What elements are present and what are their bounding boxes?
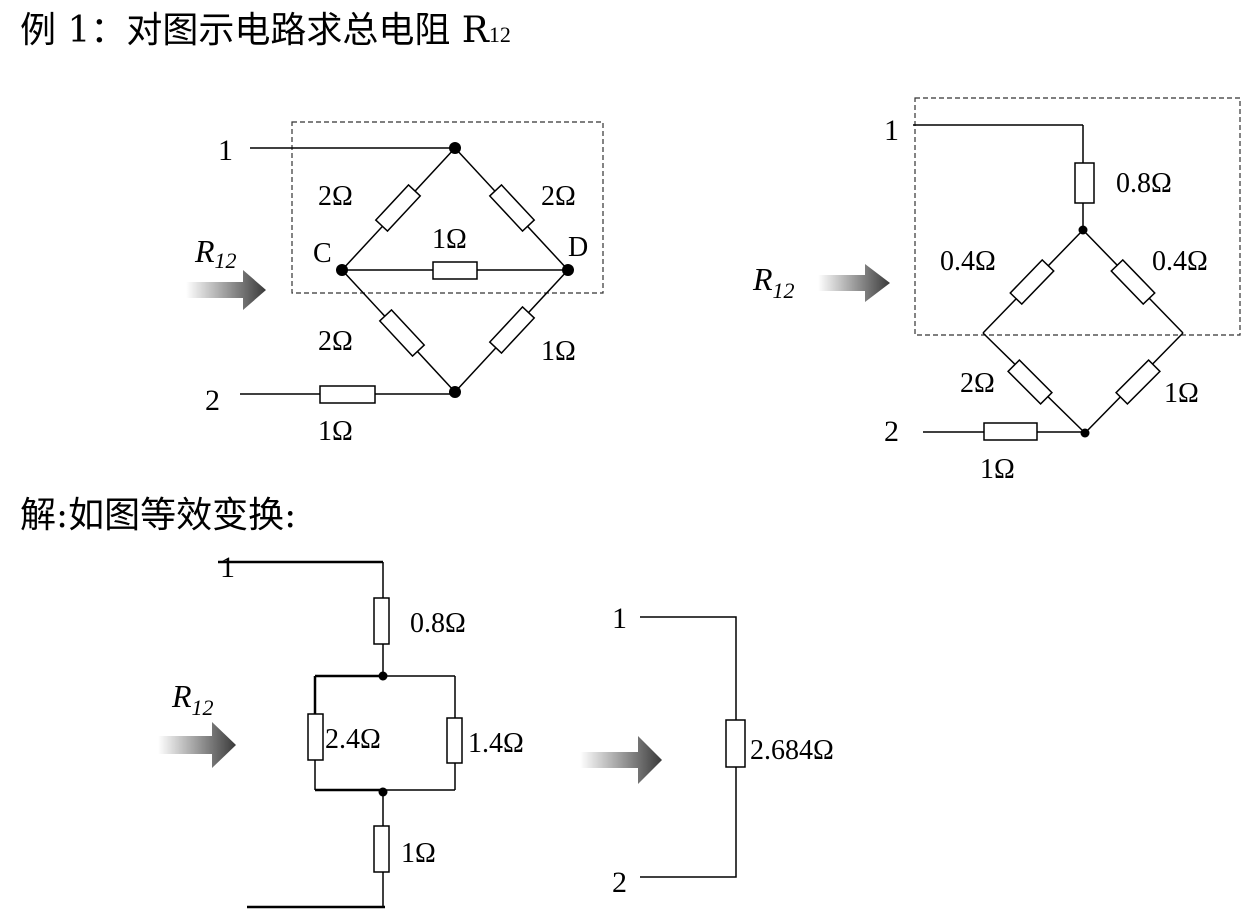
resistor-2ohm (1007, 359, 1053, 405)
resistor-1ohm (373, 825, 390, 873)
r-top-left-label: 2Ω (318, 181, 353, 212)
r-top-left-label: 0.4Ω (940, 246, 996, 277)
resistor-2ohm-bottom-left (378, 308, 426, 358)
r-bottom-left-label: 2Ω (960, 368, 995, 399)
resistor-1.4ohm (446, 717, 463, 764)
terminal-1-label: 1 (218, 134, 233, 167)
resistor-0.4ohm-left (1009, 258, 1055, 306)
terminal-2-wire (640, 767, 737, 878)
node-c (336, 264, 348, 276)
node-d (562, 264, 574, 276)
r-bottom-left-label: 2Ω (318, 326, 353, 357)
solution-heading: 解:如图等效变换: (20, 495, 296, 536)
diagram-delta-to-star: 1 2 0.8Ω 0.4Ω 0.4Ω 2Ω 1Ω 1Ω R12 (752, 97, 1241, 485)
r12-arrow: R12 (752, 261, 890, 303)
r-top-label: 0.8Ω (1116, 168, 1172, 199)
r-right-label: 1.4Ω (468, 728, 524, 759)
delta-highlight-box (291, 121, 604, 294)
r-middle-label: 1Ω (432, 224, 467, 255)
r-left-label: 2.4Ω (325, 724, 381, 755)
resistor-1ohm-bottom-right (488, 305, 536, 355)
terminal-1-label: 1 (612, 602, 627, 635)
resistor-1ohm-middle (432, 261, 478, 280)
arrow-right-icon (818, 264, 890, 302)
node-top (378, 671, 388, 681)
diagram-equivalent-resistance: 1 2 2.684Ω (612, 602, 834, 899)
r12-label: R12 (752, 261, 795, 303)
terminal-2-label: 2 (205, 384, 220, 417)
terminal-1-wire (640, 616, 737, 720)
r12-label: R12 (171, 678, 214, 720)
resistor-1ohm-series (319, 385, 376, 404)
resistor-total (725, 719, 746, 768)
r12-arrow: R12 (158, 678, 236, 768)
node-c-label: C (313, 238, 332, 269)
r-top-label: 0.8Ω (410, 608, 466, 639)
resistor-2ohm-top-left (374, 183, 422, 233)
problem-title: 例 1：对图示电路求总电阻 R12 (20, 10, 511, 51)
equivalent-arrow-icon (580, 736, 662, 784)
terminal-1-label: 1 (884, 114, 899, 147)
resistor-0.4ohm-right (1110, 258, 1156, 306)
resistor-2ohm-top-right (488, 183, 536, 233)
arrow-right-icon (186, 270, 266, 310)
node-bottom (378, 787, 388, 797)
r-total-label: 2.684Ω (750, 735, 834, 766)
r-series-label: 1Ω (980, 454, 1015, 485)
r12-label: R12 (194, 233, 237, 273)
node-d-label: D (568, 232, 588, 263)
resistor-2.4ohm (307, 713, 324, 761)
star-highlight-box (914, 97, 1241, 336)
resistor-1ohm-series (983, 422, 1038, 441)
arrow-right-icon (158, 722, 236, 768)
resistor-1ohm (1115, 359, 1161, 405)
resistor-0.8ohm (373, 597, 390, 645)
r-bottom-right-label: 1Ω (541, 336, 576, 367)
r12-arrow: R12 (186, 233, 266, 310)
node-bottom (1080, 428, 1090, 438)
r-bottom-label: 1Ω (401, 838, 436, 869)
r-top-right-label: 0.4Ω (1152, 246, 1208, 277)
diagram-original-bridge: 1 2 C D 2Ω 2Ω 1Ω 2Ω 1Ω 1Ω R12 (186, 121, 604, 447)
r-series-label: 1Ω (318, 416, 353, 447)
node-star-center (1078, 225, 1088, 235)
node-bottom (449, 386, 461, 398)
resistor-0.8ohm (1074, 162, 1095, 204)
terminal-1-label: 1 (220, 551, 235, 584)
diagram-series-parallel: 1 0.8Ω 2.4Ω 1.4Ω 1Ω R12 (158, 551, 524, 909)
terminal-2-label: 2 (884, 415, 899, 448)
r-top-right-label: 2Ω (541, 181, 576, 212)
r-bottom-right-label: 1Ω (1164, 378, 1199, 409)
terminal-2-label: 2 (612, 866, 627, 899)
node-top (449, 142, 461, 154)
